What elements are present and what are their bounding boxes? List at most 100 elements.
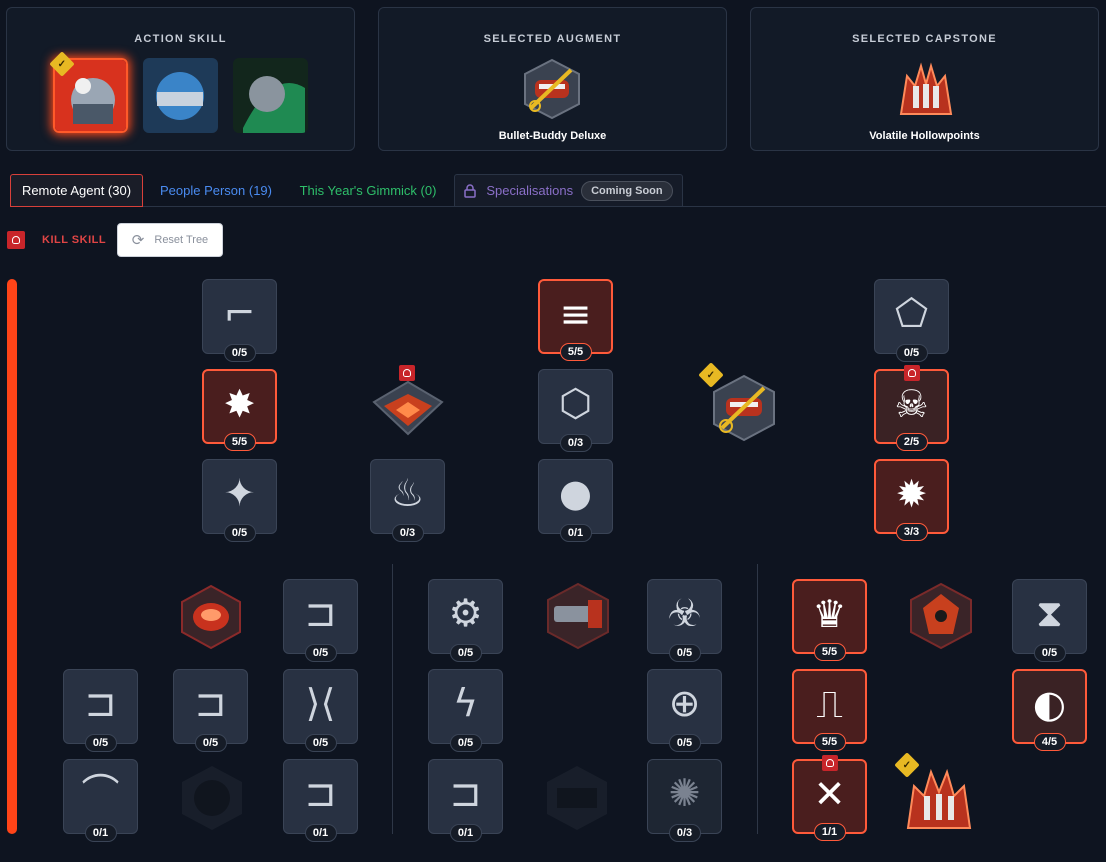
kill-skill-badge [821,755,838,771]
gun-icon: ⊐ [449,771,482,815]
skill-node-badge[interactable]: ✦0/5 [202,459,277,542]
skill-rank: 0/5 [895,344,928,362]
skill-node-fire[interactable]: ♨ 0/3 [370,459,445,542]
action-skill-3[interactable] [233,58,308,133]
branch-augment-right[interactable] [903,578,979,654]
skill-rank: 0/5 [668,734,701,752]
blade-icon: ⌒ [81,771,120,815]
kill-skill-badge [903,365,920,381]
locked-skill-left[interactable] [172,758,252,838]
grenade-icon: ● [558,471,593,515]
skill-rank: 0/5 [84,734,117,752]
capstone-icon[interactable] [893,56,959,122]
capstone-title: SELECTED CAPSTONE [852,33,997,45]
skill-node-burst[interactable]: ✹ 3/3 [874,459,949,541]
skill-node-impact[interactable]: ✸5/5 [202,369,277,451]
skill-node-ninja[interactable]: ◐ 4/5 [1012,669,1087,751]
skill-rank: 0/3 [668,824,701,842]
skill-node-gun-1[interactable]: ⊐ 0/5 [283,579,358,662]
shield-icon: ⬡ [558,381,593,425]
skill-node-gun-2[interactable]: ⊐0/5 [63,669,138,752]
skill-rank: 0/5 [1033,644,1066,662]
skill-node-grenade[interactable]: ● 0/1 [538,459,613,542]
skill-rank: 0/5 [194,734,227,752]
skill-rank: 5/5 [223,433,256,451]
refresh-icon: ⟳ [131,232,145,249]
skill-node-gadget[interactable]: ⚙ 0/5 [428,579,503,662]
skill-rank: 0/1 [304,824,337,842]
gun-icon: ⊐ [194,681,227,725]
skill-rank: 0/5 [304,644,337,662]
branch-augment-middle[interactable] [540,578,616,654]
skill-node-blade[interactable]: ⌒0/1 [63,759,138,842]
tab-specialisations-label: Specialisations [486,183,574,198]
kill-skill-icon [7,231,25,249]
skill-rank: 0/5 [223,344,256,362]
locked-skill-middle[interactable] [537,758,617,838]
skill-node-hourglass[interactable]: ⧗0/5 [1012,579,1087,662]
skill-node-explosion[interactable]: ✺ 0/3 [647,759,722,842]
kill-skill-label: KILL SKILL [42,234,107,246]
tab-gimmick[interactable]: This Year's Gimmick (0) [299,183,437,198]
kill-skill-legend: KILL SKILL [7,231,106,249]
skill-rank: 5/5 [559,343,592,361]
tab-people-person[interactable]: People Person (19) [159,183,272,198]
reload-icon: ⬠ [894,291,929,335]
skill-node-biohazard-ammo[interactable]: ☣ 0/5 [647,579,722,662]
skill-node-gun-4[interactable]: ⊐0/1 [283,759,358,842]
skill-node-door[interactable]: ⎍5/5 [792,669,867,751]
augment-name: Bullet-Buddy Deluxe [498,130,607,142]
skill-node-ammo[interactable]: ≡ 5/5 [538,279,613,361]
ammo-icon: ≡ [559,292,592,336]
skill-rank: 0/1 [559,524,592,542]
crown-icon: ♛ [812,592,847,636]
fire-icon: ♨ [390,471,425,515]
skill-rank: 0/3 [391,524,424,542]
branch-augment-left[interactable] [174,580,248,654]
skill-node-skull[interactable]: ☠ 2/5 [874,365,949,451]
skill-node-reload[interactable]: ⬠ 0/5 [874,279,949,362]
skill-rank: 0/1 [449,824,482,842]
tab-specialisations: Specialisations Coming Soon [454,174,683,207]
action-skill-1[interactable] [53,58,128,133]
skill-node-crosshair-arrows[interactable]: ⟩⟨ 0/5 [283,669,358,752]
gadget-icon: ⚙ [448,591,483,635]
skill-node-pistol[interactable]: ⌐0/5 [202,279,277,362]
skill-rank: 3/3 [895,523,928,541]
burst-icon: ✹ [895,472,928,516]
augment-slot-emblem[interactable] [368,368,448,448]
tab-divider [143,206,1106,207]
crosshair-icon: ⊕ [668,681,701,725]
skill-rank: 2/5 [895,433,928,451]
skill-node-crossed-blades[interactable]: ✕ 1/1 [792,755,867,841]
kill-skill-badge [399,365,415,381]
bullet-buddy-emblem[interactable] [704,368,784,448]
action-skill-2[interactable] [143,58,218,133]
arrows-icon: ⟩⟨ [305,681,336,725]
skull-icon: ☠ [894,382,929,426]
skill-rank: 0/5 [668,644,701,662]
reset-tree-button[interactable]: ⟳ Reset Tree [117,223,223,257]
biohazard-icon: ☣ [667,591,702,635]
skill-rank: 0/5 [449,644,482,662]
explosion-icon: ✺ [668,771,701,815]
skill-node-shield[interactable]: ⬡0/3 [538,369,613,452]
skill-node-gun-3[interactable]: ⊐ 0/5 [173,669,248,752]
capstone-emblem[interactable] [900,764,978,834]
augment-icon[interactable] [517,54,587,124]
branch-divider-1 [392,564,393,834]
capstone-panel: SELECTED CAPSTONE Volatile Hollowpoints [750,7,1099,151]
skill-node-crown[interactable]: ♛5/5 [792,579,867,661]
skill-node-gun-5[interactable]: ⊐ 0/1 [428,759,503,842]
tab-remote-agent[interactable]: Remote Agent (30) [10,174,143,207]
skill-rank: 0/5 [223,524,256,542]
gun-icon: ⊐ [304,591,337,635]
skill-node-crosshair-bolt[interactable]: ⊕ 0/5 [647,669,722,752]
skill-rank: 0/5 [304,734,337,752]
skill-rank: 4/5 [1033,733,1066,751]
capstone-name: Volatile Hollowpoints [869,130,980,142]
crossed-blades-icon: ✕ [813,772,846,816]
ninja-icon: ◐ [1032,682,1067,726]
skill-rank: 1/1 [813,823,846,841]
